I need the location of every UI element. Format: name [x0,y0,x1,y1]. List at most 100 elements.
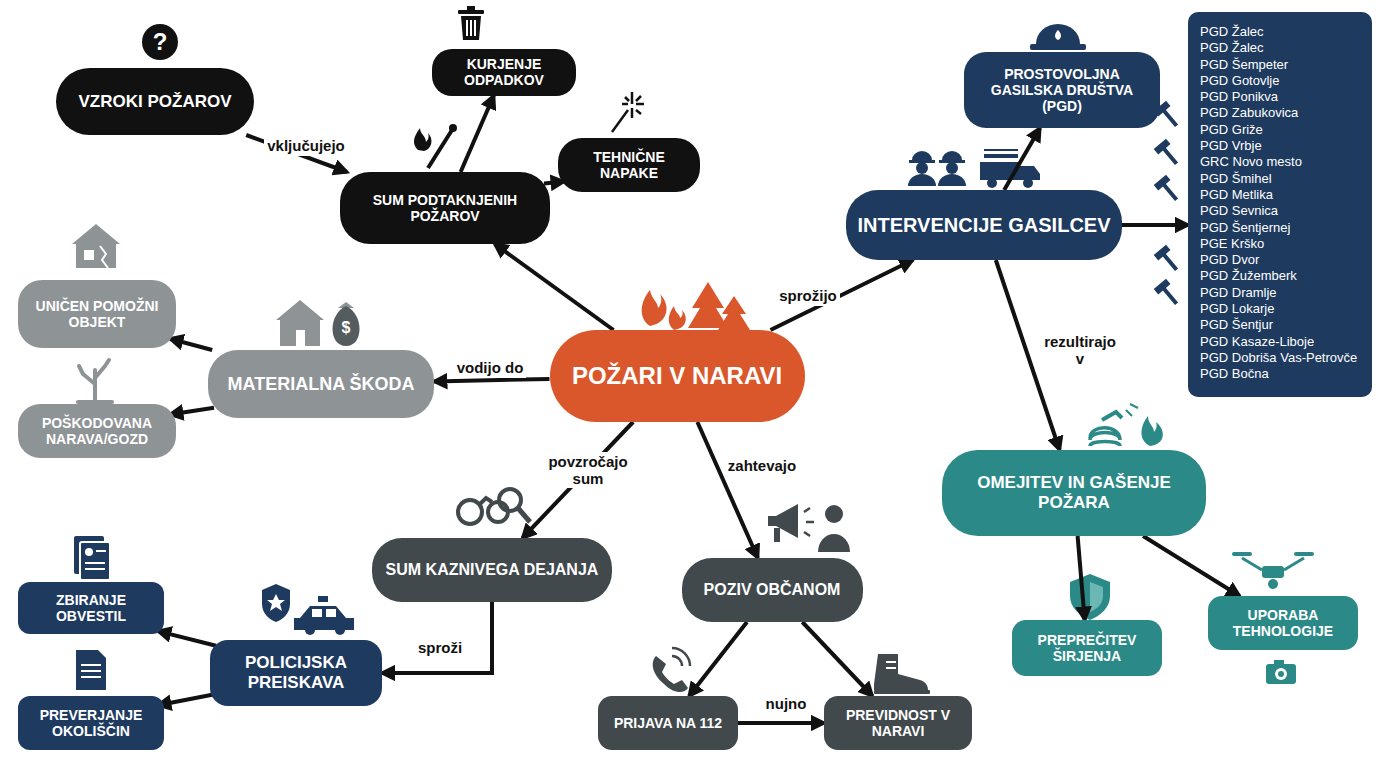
concept-box: TEHNIČNE NAPAKE [558,138,700,192]
list-item: PGD Metlika [1200,187,1273,203]
list-item: PGD Dvor [1200,252,1259,268]
node-text: PREVIDNOST V NARAVI [838,707,958,739]
connector-arrow [158,631,216,646]
handcuffs-icon [458,489,530,524]
list-item: PGD Gotovlje [1200,73,1279,89]
connector-arrow [434,379,550,382]
concept-box: SUM PODTAKNJENIH POŽAROV [340,172,550,244]
node-text: OMEJITEV IN GAŠENJE POŽARA [942,473,1206,512]
connector-arrow [738,721,824,725]
helmet-icon [1030,24,1086,50]
list-item: PGD Dobriša Vas-Petrovče [1200,350,1357,366]
connector-arrow [1143,536,1240,596]
drone-icon [1232,552,1314,589]
list-item: PGD Žalec [1200,40,1264,56]
connector-arrow [158,694,216,705]
node-text: KURJENJE ODPADKOV [446,56,562,88]
concept-box: UPORABA TEHNOLOGIJE [1208,596,1358,650]
node-text: POZIV OBČANOM [704,581,841,599]
node-text: POŽARI V NARAVI [572,362,782,390]
connector-arrow [523,422,634,538]
connector-arrow [1122,223,1188,227]
connector-arrow [246,135,347,172]
dead-tree-icon [78,360,112,402]
concept-box: KURJENJE ODPADKOV [432,49,576,96]
edge-label: sprožijo [776,286,840,305]
megaphone-icon [768,504,850,552]
node-text: INTERVENCIJE GASILCEV [857,214,1110,237]
node-text: TEHNIČNE NAPAKE [572,149,686,181]
police-icon [262,584,354,635]
concept-box: POŽARI V NARAVI [550,330,805,422]
concept-box: POZIV OBČANOM [682,558,863,622]
connector-arrow [1078,536,1085,620]
list-item: PGD Lokarje [1200,301,1274,317]
node-text: VZROKI POŽAROV [78,92,231,112]
node-text: PREPREČITEV ŠIRJENJA [1026,632,1148,664]
list-item: PGD Šempeter [1200,57,1288,73]
node-text: UNIČEN POMOŽNI OBJEKT [32,298,162,330]
shield-icon [1070,574,1110,620]
node-text: PREVERJANJE OKOLIŠČIN [32,707,150,739]
connector-arrow [170,339,212,350]
list-item: PGD Ponikva [1200,89,1278,105]
connector-arrow [170,408,214,415]
node-text: MATERIALNA ŠKODA [228,374,415,395]
connector-arrow [461,96,494,173]
connector-arrow [544,182,564,184]
list-item: PGD Bočna [1200,366,1269,382]
damaged-house-icon [72,224,120,268]
firefighters-icon [908,151,966,186]
edge-label: rezultirajo v [1037,332,1123,369]
list-item: PGD Šentjur [1200,317,1273,333]
phone-icon [653,648,690,692]
concept-box: PROSTOVOLJNA GASILSKA DRUŠTVA (PGD) [964,52,1160,128]
camera-icon [1266,660,1296,684]
list-item: PGD Zabukovica [1200,105,1298,121]
concept-box: VZROKI POŽAROV [56,68,254,135]
node-text: POLICIJSKA PREISKAVA [224,653,368,692]
list-item: PGD Griže [1200,122,1263,138]
connector-arrow [697,422,757,558]
node-text: PROSTOVOLJNA GASILSKA DRUŠTVA (PGD) [978,66,1146,114]
icon-symbol: ? [153,28,168,56]
edge-label: zahtevajo [725,456,799,475]
connector-arrow [802,622,872,696]
list-item: PGD Kasaze-Liboje [1200,334,1314,350]
house-money-icon [276,300,360,346]
icon-symbol: $ [342,319,351,337]
concept-box: ZBIRANJE OBVESTIL [18,582,164,634]
node-text: UPORABA TEHNOLOGIJE [1222,607,1344,639]
list-item: PGD Sevnica [1200,203,1278,219]
list-item: PGD Žužemberk [1200,268,1297,284]
edge-label: povzročajo sum [545,452,631,489]
concept-box: PRIJAVA NA 112 [598,696,738,750]
list-item: GRC Novo mesto [1200,154,1302,170]
boot-icon [874,654,930,694]
concept-box: PREPREČITEV ŠIRJENJA [1012,620,1162,676]
concept-box: SUM KAZNIVEGA DEJANJA [372,538,612,602]
list-item: PGD Žalec [1200,24,1264,40]
node-text: POŠKODOVANA NARAVA/GOZD [32,415,162,447]
match-icon [414,124,457,168]
concept-box: OMEJITEV IN GAŠENJE POŽARA [942,450,1206,536]
edge-label: vodijo do [454,358,527,377]
node-text: ZBIRANJE OBVESTIL [32,592,150,624]
connector-arrow [495,244,614,330]
connector-arrow [689,622,747,696]
edge-label: vključujejo [264,136,348,155]
connector-arrow [1004,128,1040,190]
list-item: PGD Šentjernej [1200,220,1290,236]
fire-forest-icon [641,282,751,330]
concept-box: UNIČEN POMOŽNI OBJEKT [18,280,176,348]
concept-box: MATERIALNA ŠKODA [208,350,434,418]
node-text: SUM KAZNIVEGA DEJANJA [386,561,599,579]
connector-arrow [771,260,913,330]
question-icon [142,24,178,60]
node-text: SUM PODTAKNJENIH POŽAROV [340,192,550,224]
edge-label: nujno [763,694,810,713]
concept-box: PREVERJANJE OKOLIŠČIN [18,696,164,750]
list-item: PGD Šmihel [1200,171,1272,187]
list-item: PGD Vrbje [1200,138,1262,154]
concept-box: INTERVENCIJE GASILCEV [846,190,1122,260]
